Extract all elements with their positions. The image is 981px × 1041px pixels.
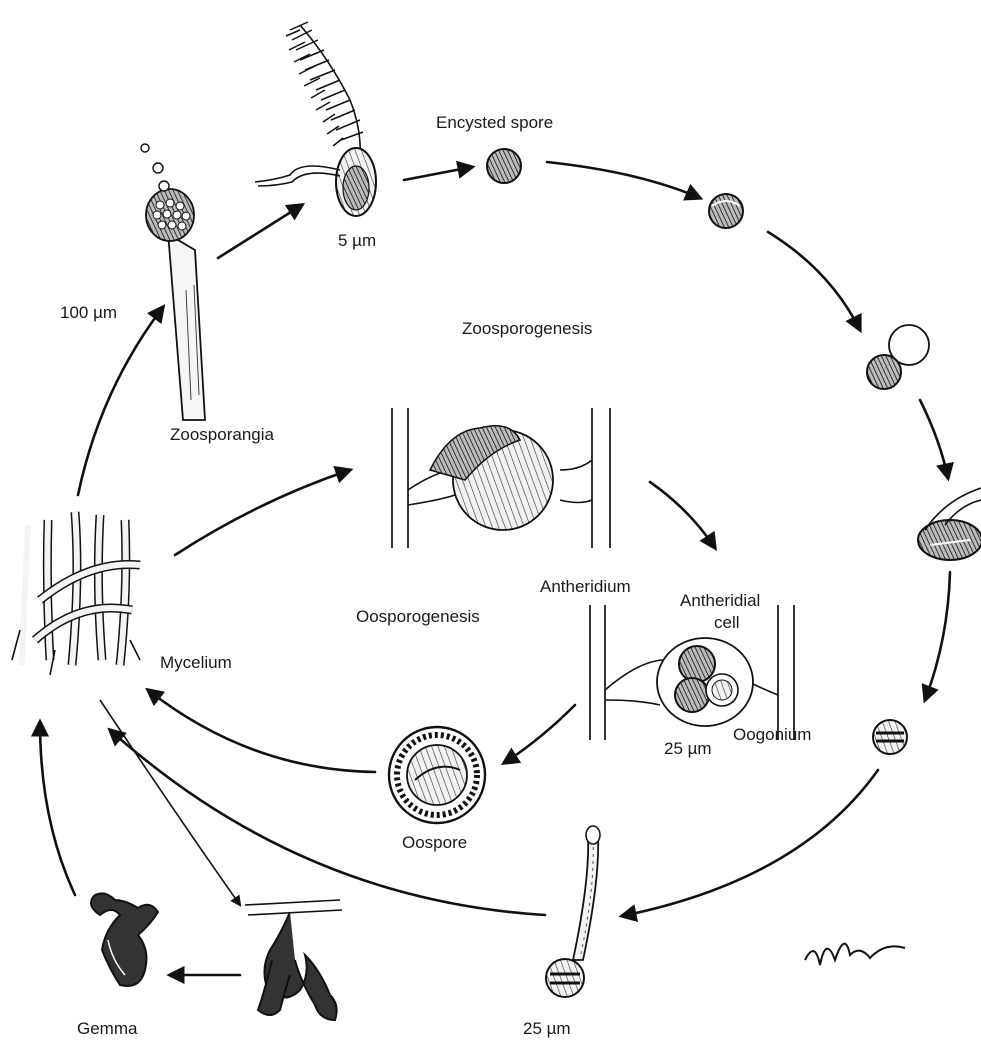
- label-scale-5um: 5 µm: [338, 231, 376, 250]
- arrow-cyst4-to-cyst5: [925, 572, 950, 700]
- label-zoosporogenesis: Zoosporogenesis: [462, 319, 592, 338]
- label-scale-25um-germ: 25 µm: [523, 1019, 571, 1038]
- arrow-mycelium-to-oosporogenesis: [175, 470, 350, 555]
- arrow-oogonium-to-oospore: [504, 705, 575, 763]
- label-antheridial-cell-text-line2: cell: [714, 613, 740, 632]
- artist-signature: [805, 944, 905, 965]
- label-scale-100um: 100 µm: [60, 303, 117, 322]
- gemma-illustration: [91, 893, 158, 986]
- label-mycelium: Mycelium: [160, 653, 232, 672]
- cyst-stage-5-illustration: [873, 720, 907, 754]
- arrow-mycelium-to-gemma-hypha: [100, 700, 240, 905]
- label-zoosporangia: Zoosporangia: [170, 425, 275, 444]
- gemma-on-hypha-illustration: [245, 900, 342, 1020]
- arrow-encysted-to-cyst2: [547, 162, 700, 198]
- label-antheridium: Antheridium: [540, 577, 631, 596]
- oogonium-mature-illustration: [590, 605, 794, 740]
- label-antheridial-cell: Antheridial cell: [680, 591, 765, 632]
- encysted-spore-illustration: [487, 149, 521, 183]
- arrow-oospore-to-mycelium: [148, 690, 375, 772]
- cyst-stage-3-illustration: [867, 325, 929, 389]
- arrow-gemma-to-mycelium: [40, 722, 75, 895]
- arrow-cyst2-to-germinating: [768, 232, 860, 330]
- label-scale-25um-oogonium: 25 µm: [664, 739, 712, 758]
- label-oospore: Oospore: [402, 833, 467, 852]
- cyst-stage-4-illustration: [918, 488, 981, 560]
- arrow-germinating-to-cyst4: [920, 400, 948, 478]
- zoospore-illustration: [255, 22, 376, 216]
- oogonium-antheridium-illustration: [392, 408, 610, 548]
- arrow-cyst5-to-germ-tube: [622, 770, 878, 916]
- germ-tube-illustration: [546, 826, 600, 997]
- cyst-stage-2-illustration: [709, 194, 743, 228]
- mycelium-illustration: [12, 512, 140, 675]
- oospore-illustration: [389, 727, 485, 823]
- arrow-mycelium-to-zoosporangia: [78, 307, 163, 495]
- label-oogonium: Oogonium: [733, 725, 811, 744]
- arrow-zoospore-to-encysted: [404, 167, 472, 180]
- zoosporangium-illustration: [141, 144, 205, 420]
- arrow-oogonium-to-antheridium: [650, 482, 715, 548]
- label-encysted-spore: Encysted spore: [436, 113, 553, 132]
- label-antheridial-cell-text: Antheridial: [680, 591, 760, 610]
- label-oosporogenesis: Oosporogenesis: [356, 607, 480, 626]
- arrow-zoosporangia-to-zoospore: [218, 205, 302, 258]
- label-gemma: Gemma: [77, 1019, 138, 1038]
